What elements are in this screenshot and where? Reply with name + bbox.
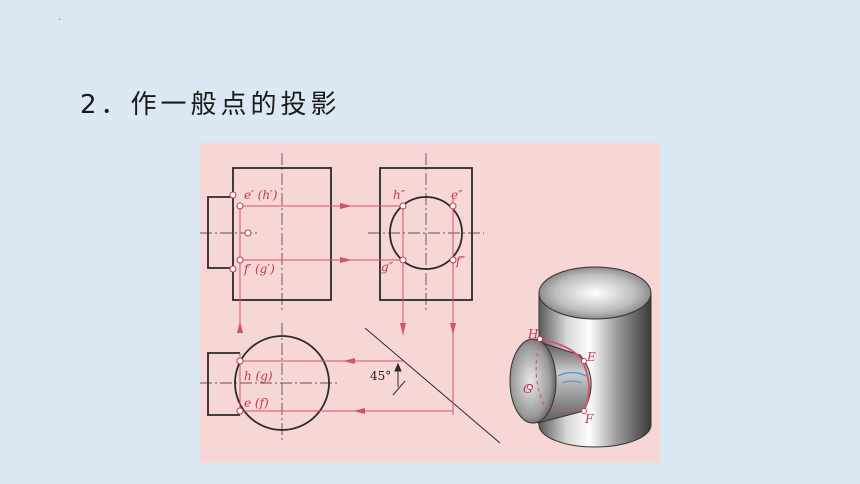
angle-marker bbox=[392, 362, 406, 396]
label-iso-F: F bbox=[584, 412, 594, 426]
label-front-top: e′ (h′) bbox=[244, 188, 278, 202]
slide-title: 2．作一般点的投影 bbox=[80, 90, 341, 120]
label-side-g: g″ bbox=[381, 260, 394, 274]
projection-lines bbox=[239, 198, 454, 415]
projection-figure: e′ (h′) f′ (g′) h″ e″ g″ f″ h (g) e (f) … bbox=[200, 143, 660, 463]
label-iso-G: G bbox=[523, 382, 533, 396]
label-iso-E: E bbox=[586, 350, 596, 364]
point-markers bbox=[229, 191, 457, 415]
isometric-model bbox=[509, 266, 652, 448]
top-view bbox=[200, 323, 501, 444]
label-angle: 45° bbox=[370, 369, 391, 383]
label-side-e: e″ bbox=[451, 188, 463, 202]
projection-arrows bbox=[237, 203, 456, 414]
label-top-ef: e (f) bbox=[244, 396, 269, 410]
label-iso-H: H bbox=[527, 327, 539, 341]
front-view bbox=[200, 153, 332, 313]
label-front-bottom: f′ (g′) bbox=[243, 262, 275, 276]
label-side-h: h″ bbox=[393, 188, 406, 202]
label-side-f: f″ bbox=[455, 254, 465, 268]
projection-drawing: e′ (h′) f′ (g′) h″ e″ g″ f″ h (g) e (f) … bbox=[200, 153, 652, 448]
corner-mark: · bbox=[58, 15, 62, 26]
side-view bbox=[368, 153, 484, 313]
label-top-hg: h (g) bbox=[244, 369, 273, 383]
